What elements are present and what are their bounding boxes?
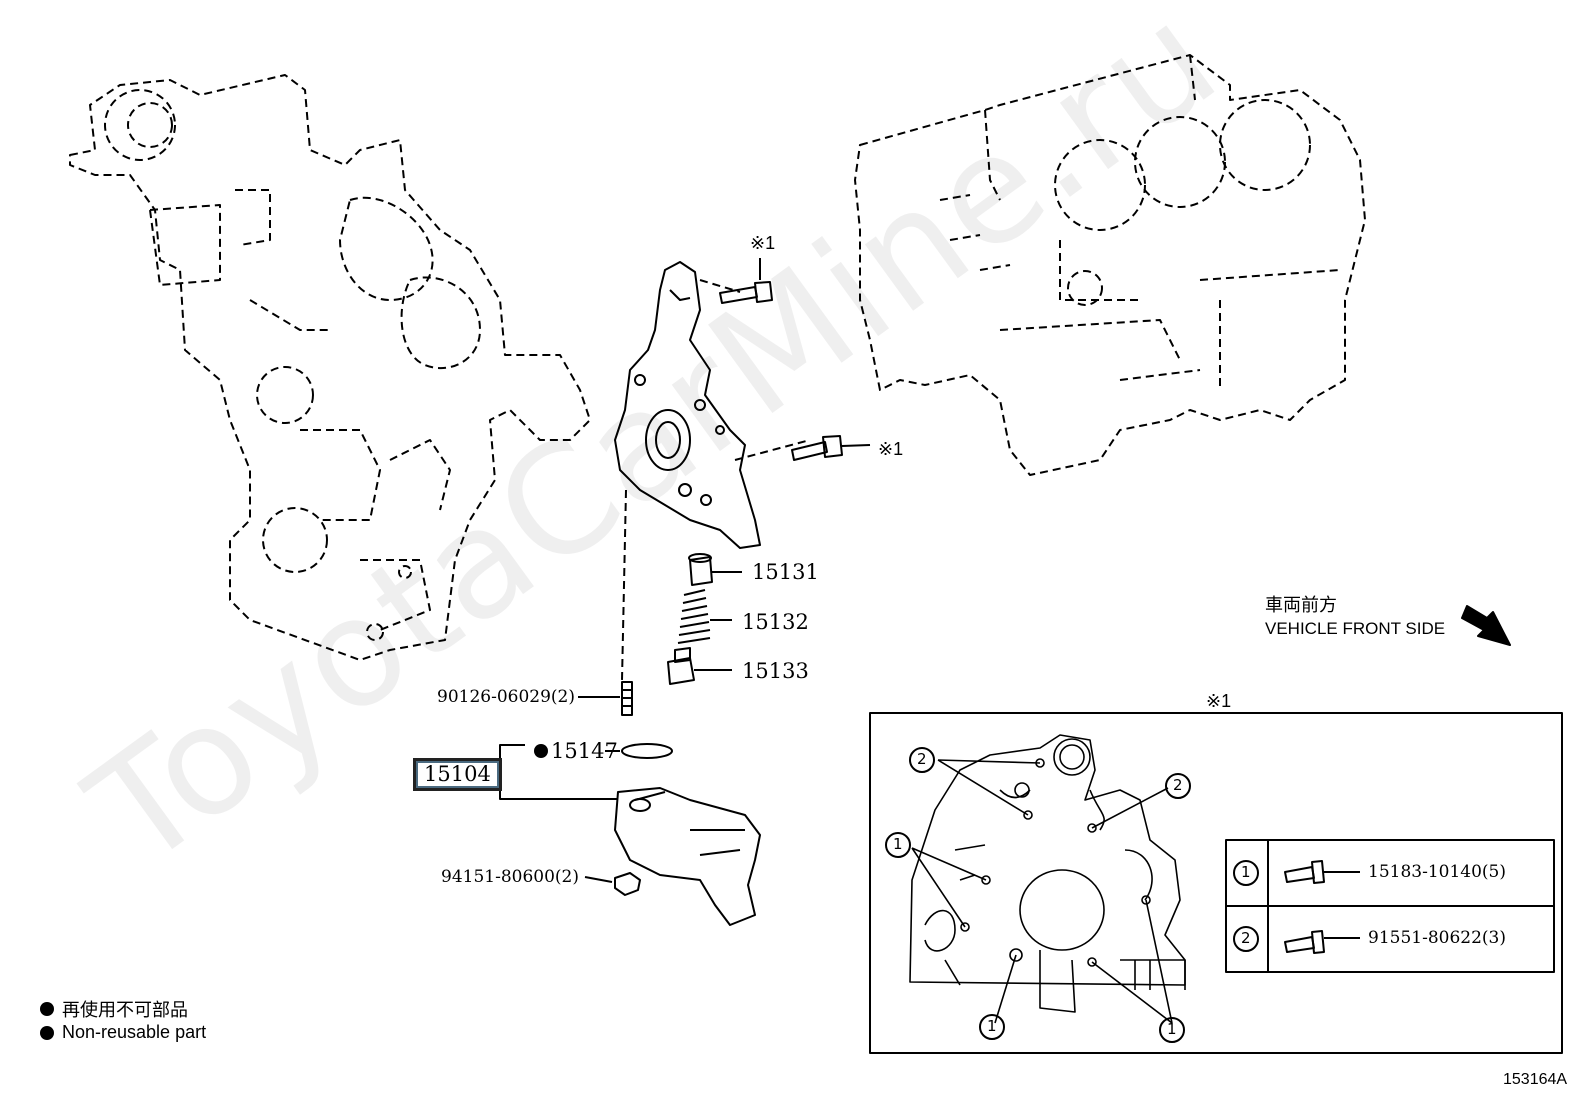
part-label-15132: 15132 bbox=[742, 610, 809, 634]
inset-callout-1b: 1 bbox=[987, 1017, 997, 1035]
table-key-1: 1 bbox=[1241, 863, 1251, 881]
engine-block-outline bbox=[854, 54, 1366, 476]
table-part-1: 15183-10140(5) bbox=[1368, 862, 1506, 882]
direction-en: VEHICLE FRONT SIDE bbox=[1265, 619, 1446, 638]
timing-cover-outline bbox=[69, 74, 591, 661]
flange-nut bbox=[584, 872, 641, 896]
part-label-15131: 15131 bbox=[752, 560, 819, 584]
inset-pump-drawing bbox=[909, 734, 1186, 1024]
legend-jp-row: 再使用不可部品 bbox=[40, 996, 188, 1022]
legend-en: Non-reusable part bbox=[62, 1022, 207, 1042]
inset-callout-1a: 1 bbox=[893, 835, 903, 853]
inset-callout-2b: 2 bbox=[1173, 776, 1183, 794]
table-key-2: 2 bbox=[1241, 929, 1251, 947]
part-label-nut: 94151-80600(2) bbox=[441, 867, 579, 887]
part-label-15104[interactable]: 15104 bbox=[413, 758, 502, 791]
oil-strainer bbox=[614, 787, 761, 926]
inset-callouts bbox=[885, 747, 1191, 1043]
part-label-15147: 15147 bbox=[551, 739, 618, 763]
stud bbox=[578, 681, 633, 716]
figure-code: 153164A bbox=[1503, 1071, 1568, 1088]
non-reusable-dot-icon bbox=[40, 1025, 54, 1040]
table-part-2: 91551-80622(3) bbox=[1368, 928, 1506, 948]
relief-valve-parts bbox=[667, 553, 742, 685]
non-reusable-dot-icon bbox=[40, 1002, 54, 1016]
o-ring bbox=[621, 743, 673, 759]
part-label-stud: 90126-06029(2) bbox=[437, 687, 575, 707]
bolt-right-mark: ※1 bbox=[878, 439, 904, 459]
front-direction-arrow bbox=[1461, 605, 1511, 646]
oil-pump-body bbox=[614, 261, 761, 549]
legend-jp: 再使用不可部品 bbox=[62, 1000, 188, 1020]
non-reusable-dot-15147 bbox=[534, 744, 548, 758]
bolt-right bbox=[791, 435, 871, 461]
inset-frame bbox=[869, 712, 1563, 1054]
bolt-upper bbox=[719, 258, 773, 304]
inset-bolt-table bbox=[1225, 839, 1555, 973]
inset-title: ※1 bbox=[1206, 691, 1232, 711]
inset-callout-2a: 2 bbox=[917, 750, 927, 768]
part-label-15133: 15133 bbox=[742, 659, 809, 683]
direction-jp: 車両前方 bbox=[1265, 595, 1337, 615]
legend-en-row: Non-reusable part bbox=[40, 1022, 206, 1043]
bolt-upper-mark: ※1 bbox=[750, 233, 776, 253]
inset-callout-1c: 1 bbox=[1167, 1020, 1177, 1038]
